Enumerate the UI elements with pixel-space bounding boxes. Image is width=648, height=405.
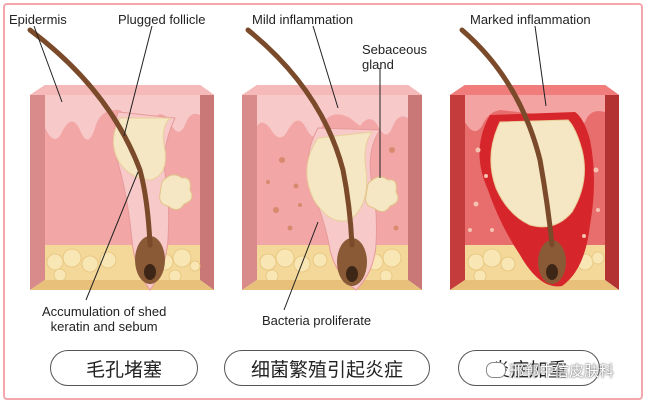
image-frame xyxy=(3,3,643,400)
label-accumulation: Accumulation of shed keratin and sebum xyxy=(42,304,167,334)
label-sebaceous-gland: Sebaceous gland xyxy=(362,42,428,72)
panel-marked-inflammation xyxy=(450,27,619,290)
watermark-text: 邢郸中信皮肤科 xyxy=(509,361,615,380)
label-plugged-follicle: Plugged follicle xyxy=(118,12,206,27)
label-mild-inflammation: Mild inflammation xyxy=(252,12,354,27)
wechat-icon xyxy=(486,362,506,378)
panel-mild-inflammation xyxy=(242,27,422,291)
label-bacteria-proliferate: Bacteria proliferate xyxy=(262,313,372,328)
label-epidermis: Epidermis xyxy=(9,12,67,27)
leader-lines xyxy=(33,25,547,311)
caption-bacterial-inflammation: 细菌繁殖引起炎症 xyxy=(224,350,430,386)
caption-worsened-inflammation: 炎症加重 xyxy=(458,350,600,386)
label-marked-inflammation: Marked inflammation xyxy=(470,12,591,27)
panel-plugged-follicle xyxy=(27,27,214,291)
watermark: 邢郸中信皮肤科 xyxy=(486,360,614,380)
caption-pore-blockage: 毛孔堵塞 xyxy=(50,350,198,386)
